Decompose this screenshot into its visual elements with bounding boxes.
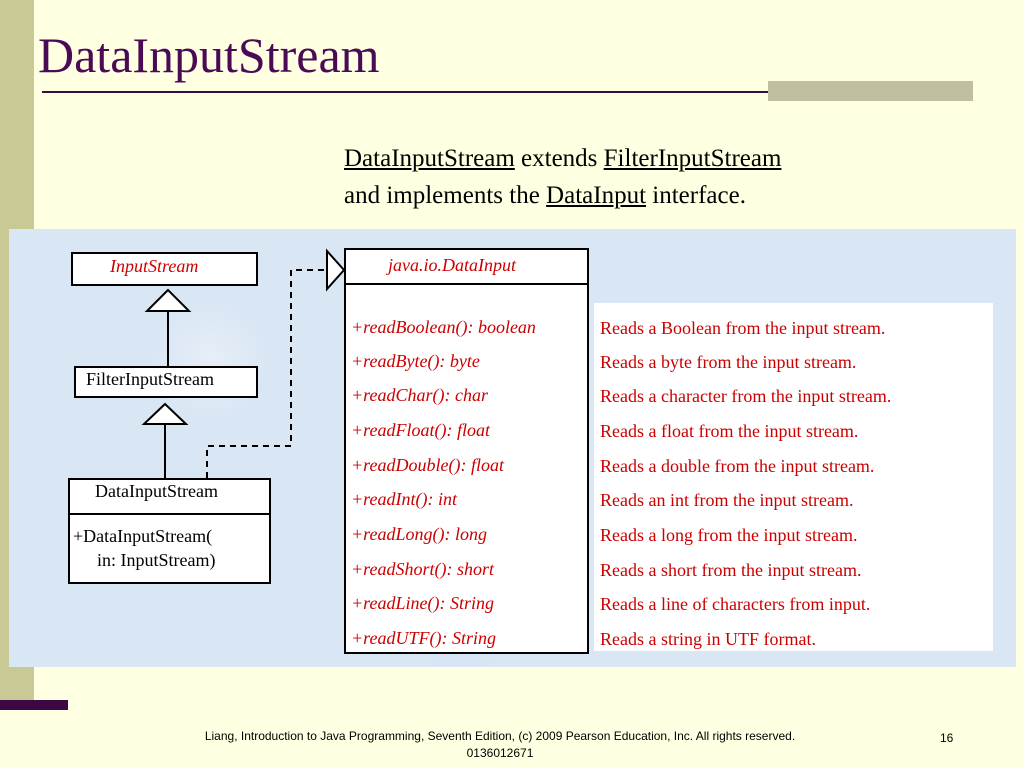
subtitle-interface-suffix: interface. [646, 182, 746, 209]
method-readline: +readLine(): String [351, 593, 494, 613]
realization-dashed-line [206, 269, 327, 478]
subtitle-class-name: DataInputStream [344, 145, 515, 172]
subtitle-superclass-name: FilterInputStream [603, 145, 782, 172]
description-readchar: Reads a character from the input stream. [600, 386, 892, 406]
slide-title: DataInputStream [38, 27, 380, 83]
subtitle-interface-name: DataInput [546, 182, 647, 209]
method-readutf: +readUTF(): String [351, 628, 496, 648]
method-readfloat: +readFloat(): float [351, 420, 490, 440]
method-readdouble: +readDouble(): float [351, 455, 504, 475]
title-underline [42, 91, 972, 93]
description-readlong: Reads a long from the input stream. [600, 525, 858, 545]
datainput-interface-box [344, 248, 589, 654]
left-accent-underline [0, 700, 68, 710]
realization-arrowhead [326, 248, 346, 292]
description-readbyte: Reads a byte from the input stream. [600, 352, 857, 372]
description-readboolean: Reads a Boolean from the input stream. [600, 318, 886, 338]
subtitle-implements-text: and implements the [344, 182, 547, 209]
method-readshort: +readShort(): short [351, 559, 494, 579]
method-readboolean: +readBoolean(): boolean [351, 317, 536, 337]
method-readlong: +readLong(): long [351, 524, 487, 544]
inheritance-arrowhead-inputstream [144, 288, 192, 312]
description-readline: Reads a line of characters from input. [600, 594, 871, 614]
datainput-interface-name: java.io.DataInput [388, 255, 516, 275]
datainputstream-class-name: DataInputStream [95, 481, 218, 501]
filterinputstream-class-box [74, 366, 258, 398]
method-readbyte: +readByte(): byte [351, 351, 480, 371]
slide-footer: Liang, Introduction to Java Programming,… [204, 729, 796, 760]
description-readdouble: Reads a double from the input stream. [600, 456, 875, 476]
description-readint: Reads an int from the input stream. [600, 490, 854, 510]
method-readint: +readInt(): int [351, 489, 457, 509]
inheritance-arrowhead-filterinputstream [141, 402, 189, 425]
description-readutf: Reads a string in UTF format. [600, 629, 816, 649]
subtitle-extends-text: extends [514, 145, 604, 172]
description-readshort: Reads a short from the input stream. [600, 560, 862, 580]
datainputstream-constructor-line2: in: InputStream) [97, 550, 216, 570]
inputstream-class-name: InputStream [110, 256, 199, 276]
datainputstream-class-box [68, 478, 271, 584]
method-readchar: +readChar(): char [351, 385, 488, 405]
datainputstream-constructor-line1: +DataInputStream( [73, 526, 213, 546]
description-readfloat: Reads a float from the input stream. [600, 421, 859, 441]
filterinputstream-class-name: FilterInputStream [86, 369, 214, 389]
inputstream-class-box [71, 252, 258, 286]
title-accent-block [768, 81, 973, 101]
slide-subtitle: DataInputStream extends FilterInputStrea… [344, 140, 781, 214]
page-number: 16 [940, 731, 954, 745]
method-descriptions-panel [594, 303, 993, 651]
